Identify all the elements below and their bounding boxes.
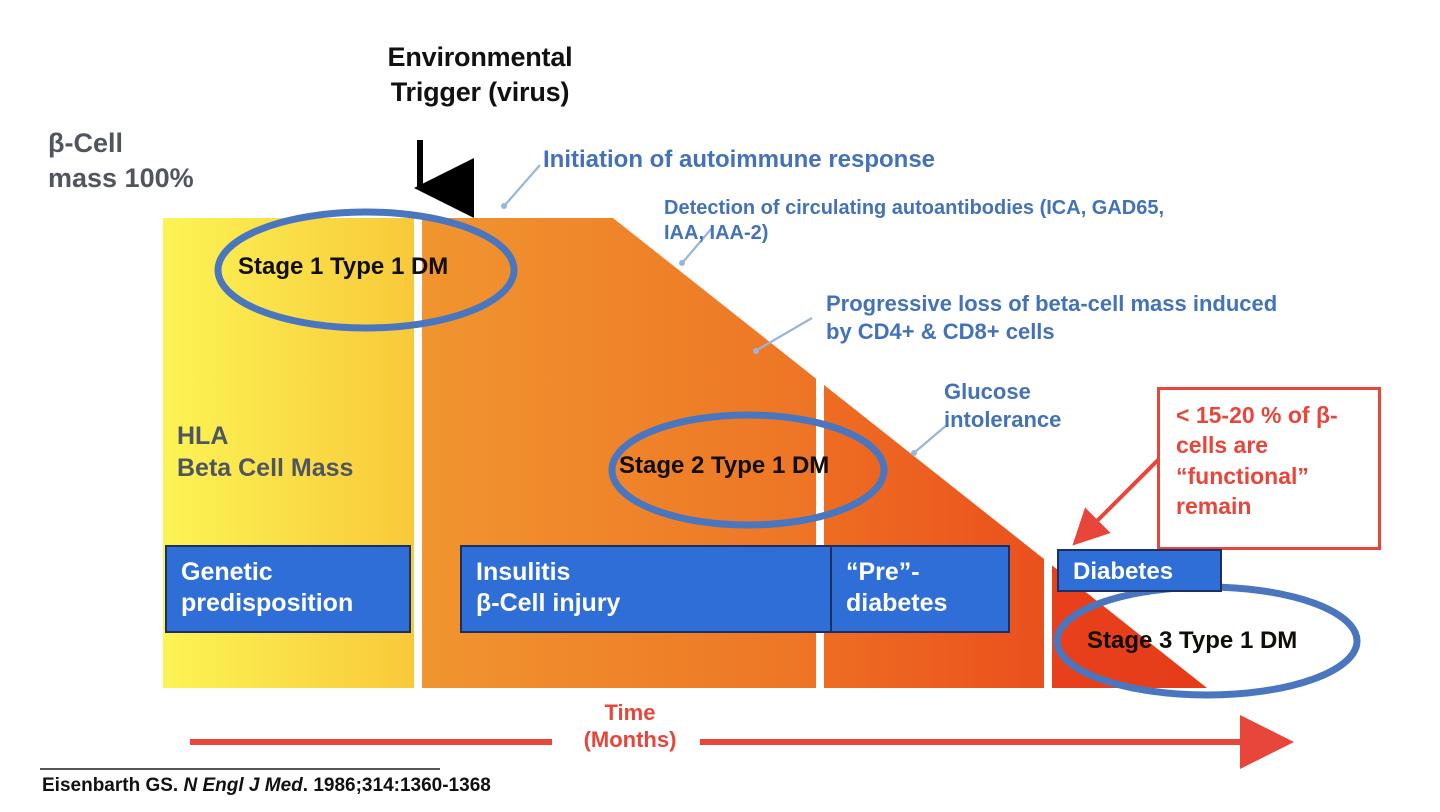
environmental-trigger-label: Environmental Trigger (virus): [330, 40, 630, 109]
annotation-initiation: Initiation of autoimmune response: [543, 146, 936, 173]
trigger-line-1: Environmental: [387, 42, 573, 72]
stage-box-diabetes-line-1: Diabetes: [1073, 558, 1174, 585]
y-axis-label-line-2: mass 100%: [48, 163, 194, 194]
time-axis-line-1: Time: [604, 700, 656, 725]
stage-box-prediabetes-line-1: “Pre”-: [846, 558, 920, 586]
hla-beta-cell-mass-label: HLA Beta Cell Mass: [177, 420, 353, 484]
hla-line-1: HLA: [177, 422, 229, 450]
stage-box-genetic-line-2: predisposition: [181, 589, 354, 617]
stage-box-insulitis-line-2: β-Cell injury: [476, 589, 621, 617]
y-axis-label: β-Cell mass 100%: [48, 126, 298, 196]
citation-rest: . 1986;314:1360-1368: [302, 775, 491, 796]
stage-1-ellipse: [214, 208, 518, 332]
stage-box-genetic: Genetic predisposition: [165, 545, 411, 633]
stage-2-label: Stage 2 Type 1 DM: [619, 452, 830, 479]
callout-text: < 15-20 % of β-cells are “functional” re…: [1176, 402, 1338, 520]
citation-author: Eisenbarth GS.: [42, 775, 184, 796]
annotation-autoantibodies: Detection of circulating autoantibodies …: [664, 197, 1165, 245]
annotation-progressive-loss: Progressive loss of beta-cell mass induc…: [826, 291, 1278, 344]
stage-2-ellipse: [608, 411, 888, 529]
trigger-line-2: Trigger (virus): [390, 76, 570, 107]
annotation-leader-dots: [501, 203, 917, 456]
annotation-glucose-intolerance: Glucose intolerance: [944, 379, 1062, 432]
citation: Eisenbarth GS. N Engl J Med. 1986;314:13…: [42, 775, 491, 797]
stage-box-diabetes: Diabetes: [1057, 549, 1222, 592]
citation-journal: N Engl J Med: [183, 775, 303, 796]
citation-rule: [40, 768, 440, 770]
stage-3-label: Stage 3 Type 1 DM: [1087, 627, 1298, 654]
stage-box-genetic-line-1: Genetic: [181, 558, 273, 586]
stage-1-label: Stage 1 Type 1 DM: [238, 253, 449, 280]
hla-line-2: Beta Cell Mass: [177, 454, 354, 482]
stage-box-insulitis-line-1: Insulitis: [476, 558, 571, 586]
stage-box-prediabetes: “Pre”- diabetes: [830, 545, 1010, 633]
callout-arrow: [1072, 453, 1165, 546]
annotation-leaders: [504, 164, 949, 453]
time-axis-line-2: (Months): [583, 726, 677, 752]
y-axis-label-line-1: β-Cell: [48, 128, 123, 158]
functional-beta-cells-callout: < 15-20 % of β-cells are “functional” re…: [1157, 387, 1381, 550]
stage-box-prediabetes-line-2: diabetes: [846, 589, 948, 617]
time-axis-label: Time (Months): [560, 700, 700, 754]
stage-box-insulitis: Insulitis β-Cell injury: [460, 545, 850, 633]
